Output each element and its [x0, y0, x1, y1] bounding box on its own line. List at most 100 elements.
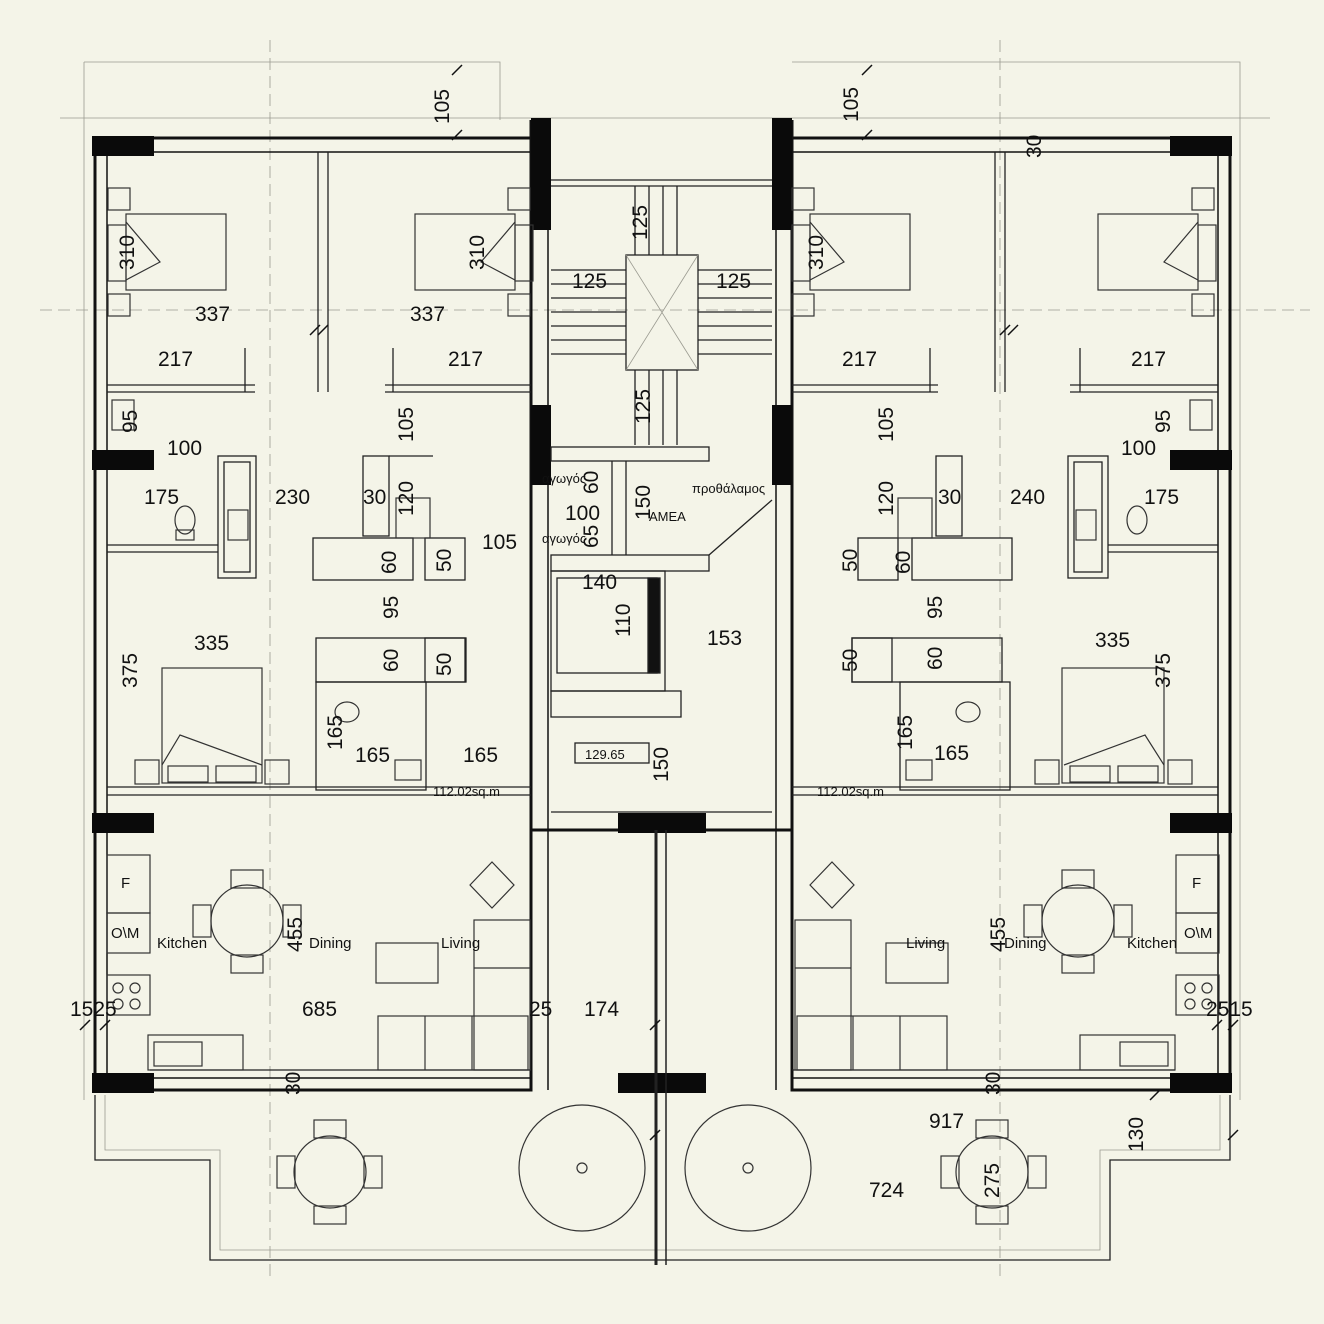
dim-label: 30 [363, 486, 386, 509]
duct-label-1: αγωγός [542, 471, 586, 486]
dim-label: 175 [144, 486, 179, 509]
dim-label: 50 [433, 549, 456, 572]
dim-label: 60 [580, 471, 603, 494]
dim-label: 120 [875, 481, 898, 516]
dim-label: 310 [805, 235, 828, 270]
dim-label: 95 [380, 596, 403, 619]
dim-label: 165 [355, 744, 390, 767]
dim-label: 217 [842, 348, 877, 371]
dim-label: 337 [410, 303, 445, 326]
kitchen-label-left: Kitchen [157, 935, 207, 952]
unit-area-left: 112.02sq.m [433, 784, 500, 799]
dim-label: 105 [395, 407, 418, 442]
dim-label: 240 [1010, 486, 1045, 509]
grid-lines [40, 40, 1310, 1280]
kitchen-label-right: Kitchen [1127, 935, 1177, 952]
dim-label: 455 [987, 917, 1010, 952]
dim-label: 125 [572, 270, 607, 293]
dim-label: 140 [582, 571, 617, 594]
dim-label: 335 [194, 632, 229, 655]
dim-label: 100 [167, 437, 202, 460]
dim-label: 917 [929, 1110, 964, 1133]
dim-label: 217 [158, 348, 193, 371]
dim-label: 2515 [1206, 998, 1253, 1021]
dim-label: 165 [934, 742, 969, 765]
dim-label: 105 [875, 407, 898, 442]
dim-label: 25 [529, 998, 552, 1021]
dim-label: 685 [302, 998, 337, 1021]
living-label-left: Living [441, 935, 480, 952]
dim-label: 50 [433, 653, 456, 676]
terrace-furniture [276, 1104, 1047, 1232]
dim-label: 125 [629, 205, 652, 240]
dim-label: 95 [924, 596, 947, 619]
dim-label: 105 [431, 89, 454, 124]
dim-label: 120 [395, 481, 418, 516]
dim-label: 60 [378, 551, 401, 574]
dim-label: 165 [324, 715, 347, 750]
dim-label: 150 [650, 747, 673, 782]
stair-core [550, 179, 773, 1265]
bathroom-fixtures [111, 399, 1213, 781]
dim-label: 30 [938, 486, 961, 509]
dim-label: 455 [284, 917, 307, 952]
dim-label: 175 [1144, 486, 1179, 509]
ramp-label: ΑΜΕΑ [649, 509, 686, 524]
dim-label: 100 [1121, 437, 1156, 460]
room-labels: Kitchen Dining Living Kitchen Dining Liv… [111, 471, 1212, 952]
dim-label: 50 [839, 549, 862, 572]
structural-columns [92, 118, 1232, 1093]
dim-label: 335 [1095, 629, 1130, 652]
dim-label: 60 [924, 647, 947, 670]
oven-label-right: O\M [1184, 925, 1212, 942]
dim-label: 95 [119, 410, 142, 433]
duct-label-2: αγωγός [542, 531, 586, 546]
dim-label: 60 [380, 649, 403, 672]
dim-label: 30 [982, 1072, 1005, 1095]
dining-label-right: Dining [1004, 935, 1047, 952]
dim-label: 105 [482, 531, 517, 554]
dim-label: 165 [463, 744, 498, 767]
beds [107, 187, 1217, 785]
dining-label-left: Dining [309, 935, 352, 952]
dim-label: 724 [869, 1179, 904, 1202]
lobby-label: προθάλαμος [692, 481, 765, 496]
fridge-label-right: F [1192, 875, 1201, 892]
dim-label: 153 [707, 627, 742, 650]
dim-label: 95 [1152, 410, 1175, 433]
dim-label: 337 [195, 303, 230, 326]
living-furniture [106, 854, 1220, 1071]
fridge-label-left: F [121, 875, 130, 892]
dimensions-vertical: 105 310 310 95 105 120 60 50 95 375 60 5… [116, 87, 1175, 1198]
dimensions: 337 337 217 217 100 175 230 30 105 335 1… [70, 270, 1253, 1202]
dim-label: 230 [275, 486, 310, 509]
dim-label: 165 [894, 715, 917, 750]
living-label-right: Living [906, 935, 945, 952]
dim-label: 375 [119, 653, 142, 688]
dim-label: 110 [612, 604, 635, 637]
area-box-value: 129.65 [585, 747, 625, 762]
dim-label: 217 [448, 348, 483, 371]
dim-label: 375 [1152, 653, 1175, 688]
unit-area-right: 112.02sq.m [817, 784, 884, 799]
dim-label: 150 [632, 485, 655, 520]
dim-label: 217 [1131, 348, 1166, 371]
dim-label: 65 [580, 525, 603, 548]
oven-label-left: O\M [111, 925, 139, 942]
dim-label: 275 [981, 1163, 1004, 1198]
dim-label: 30 [1023, 135, 1046, 158]
dim-label: 50 [839, 649, 862, 672]
dim-label: 125 [632, 389, 655, 424]
dimension-ticks [79, 64, 1239, 1141]
dim-label: 60 [892, 551, 915, 574]
dim-label: 100 [565, 502, 600, 525]
dim-label: 125 [716, 270, 751, 293]
dim-label: 310 [116, 235, 139, 270]
dim-label: 310 [466, 235, 489, 270]
terrace-outline [94, 1095, 1231, 1261]
dim-label: 1525 [70, 998, 117, 1021]
dim-label: 130 [1125, 1117, 1148, 1152]
dim-label: 105 [840, 87, 863, 122]
dim-label: 30 [282, 1072, 305, 1095]
